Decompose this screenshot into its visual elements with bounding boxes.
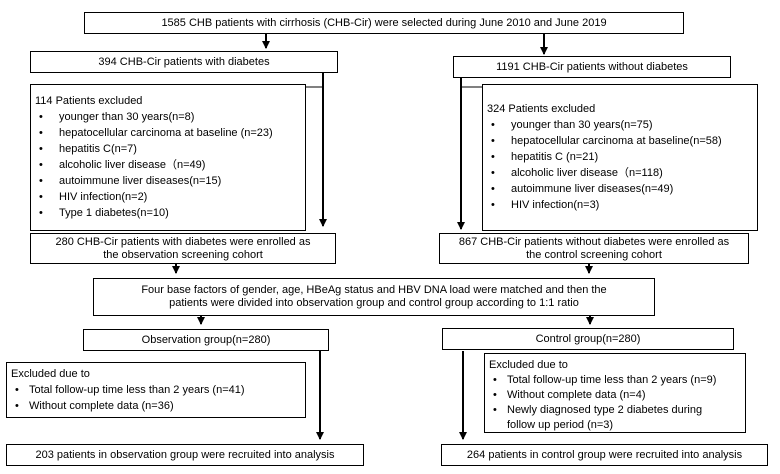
right-group-text: 1191 CHB-Cir patients without diabetes [496,60,688,73]
left-exclusion-list: younger than 30 years(n=8) hepatocellula… [35,109,305,221]
observation-group-text: Observation group(n=280) [141,333,271,346]
left-enrolled-line2: the observation screening cohort [103,248,263,261]
left-enrolled-box: 280 CHB-Cir patients with diabetes were … [30,233,336,264]
observation-result-text: 203 patients in observation group were r… [35,448,335,461]
list-item: Newly diagnosed type 2 diabetes during [489,403,745,418]
right-exclusion-box: 324 Patients excluded younger than 30 ye… [482,84,758,231]
left-group-text: 394 CHB-Cir patients with diabetes [98,55,270,68]
list-item: alcoholic liver disease（n=118) [487,165,757,181]
list-item: younger than 30 years(n=8) [35,109,305,125]
right-exclusion-list: younger than 30 years(n=75) hepatocellul… [487,117,757,213]
right-enrolled-box: 867 CHB-Cir patients without diabetes we… [439,233,749,264]
control-group-box: Control group(n=280) [442,328,734,350]
control-group-text: Control group(n=280) [535,332,641,345]
top-selection-box: 1585 CHB patients with cirrhosis (CHB-Ci… [84,12,684,34]
right-enrolled-line2: the control screening cohort [526,248,662,261]
matching-line2: patients were divided into observation g… [169,297,579,309]
list-item: Type 1 diabetes(n=10) [35,205,305,221]
list-item: alcoholic liver disease（n=49) [35,157,305,173]
left-exclusion-title: 114 Patients excluded [35,95,143,107]
list-item: hepatocellular carcinoma at baseline(n=5… [487,133,757,149]
control-result-text: 264 patients in control group were recru… [466,448,743,461]
list-item: Total follow-up time less than 2 years (… [11,382,305,398]
list-item: HIV infection(n=2) [35,189,305,205]
matching-line1: Four base factors of gender, age, HBeAg … [141,284,607,296]
control-exclusion-title: Excluded due to [489,359,568,371]
observation-result-box: 203 patients in observation group were r… [6,444,364,466]
control-exclusion-box: Excluded due to Total follow-up time les… [484,353,746,433]
control-exclusion-continuation: follow up period (n=3) [507,419,614,431]
list-item: Total follow-up time less than 2 years (… [489,373,745,388]
list-item: HIV infection(n=3) [487,197,757,213]
left-enrolled-line1: 280 CHB-Cir patients with diabetes were … [55,235,311,248]
list-item: hepatitis C(n=7) [35,141,305,157]
list-item: autoimmune liver diseases(n=15) [35,173,305,189]
list-item: younger than 30 years(n=75) [487,117,757,133]
left-exclusion-box: 114 Patients excluded younger than 30 ye… [30,84,306,231]
left-group-box: 394 CHB-Cir patients with diabetes [30,51,338,73]
matching-box: Four base factors of gender, age, HBeAg … [93,278,655,316]
control-result-box: 264 patients in control group were recru… [441,444,768,466]
right-exclusion-title: 324 Patients excluded [487,103,596,115]
observation-exclusion-box: Excluded due to Total follow-up time les… [6,362,306,418]
list-item: autoimmune liver diseases(n=49) [487,181,757,197]
top-selection-text: 1585 CHB patients with cirrhosis (CHB-Ci… [161,16,607,29]
observation-exclusion-title: Excluded due to [11,368,90,380]
observation-group-box: Observation group(n=280) [83,329,329,351]
list-item: hepatitis C (n=21) [487,149,757,165]
right-group-box: 1191 CHB-Cir patients without diabetes [453,56,731,78]
control-exclusion-list: Total follow-up time less than 2 years (… [489,373,745,418]
observation-exclusion-list: Total follow-up time less than 2 years (… [11,382,305,414]
list-item: Without complete data (n=36) [11,398,305,414]
right-enrolled-line1: 867 CHB-Cir patients without diabetes we… [458,235,730,248]
list-item: hepatocellular carcinoma at baseline (n=… [35,125,305,141]
list-item: Without complete data (n=4) [489,388,745,403]
